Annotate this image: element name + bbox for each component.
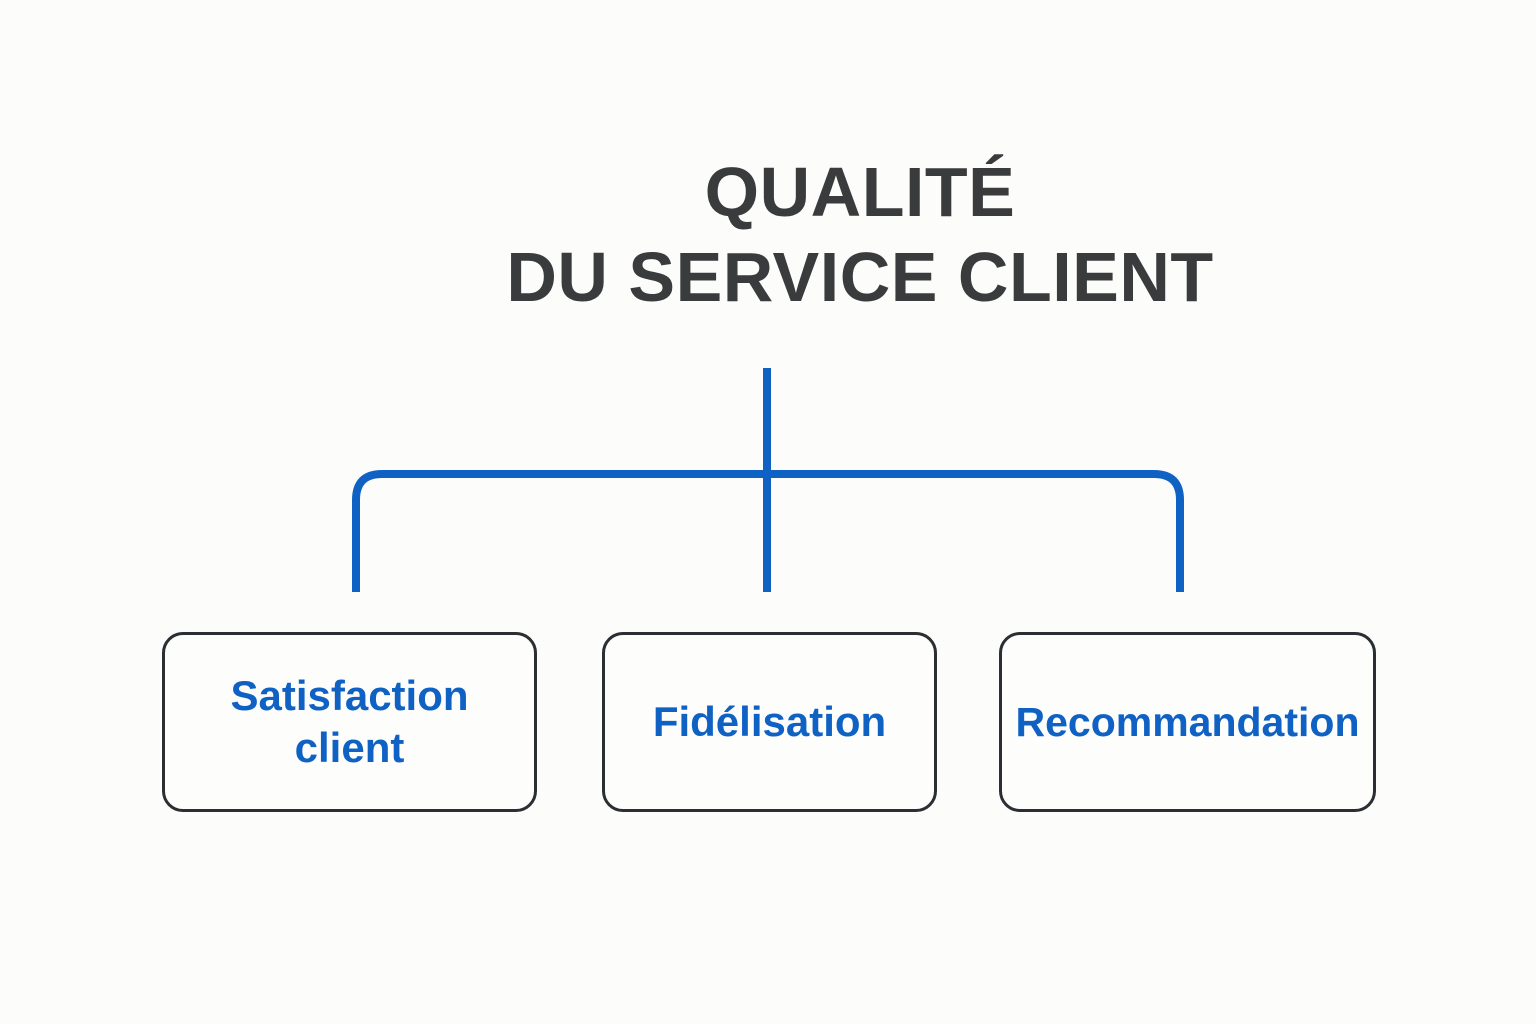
node-label-recommandation: Recommandation	[1015, 699, 1360, 745]
node-label-satisfaction-client: Satisfaction client	[230, 672, 469, 771]
node-fidelisation[interactable]: Fidélisation	[602, 632, 937, 812]
connector-branch-right	[767, 470, 1184, 592]
connector-branch-left	[352, 470, 767, 592]
node-label-fidelisation: Fidélisation	[652, 698, 887, 745]
node-recommandation[interactable]: Recommandation	[999, 632, 1376, 812]
node-satisfaction-client[interactable]: Satisfaction client	[162, 632, 537, 812]
